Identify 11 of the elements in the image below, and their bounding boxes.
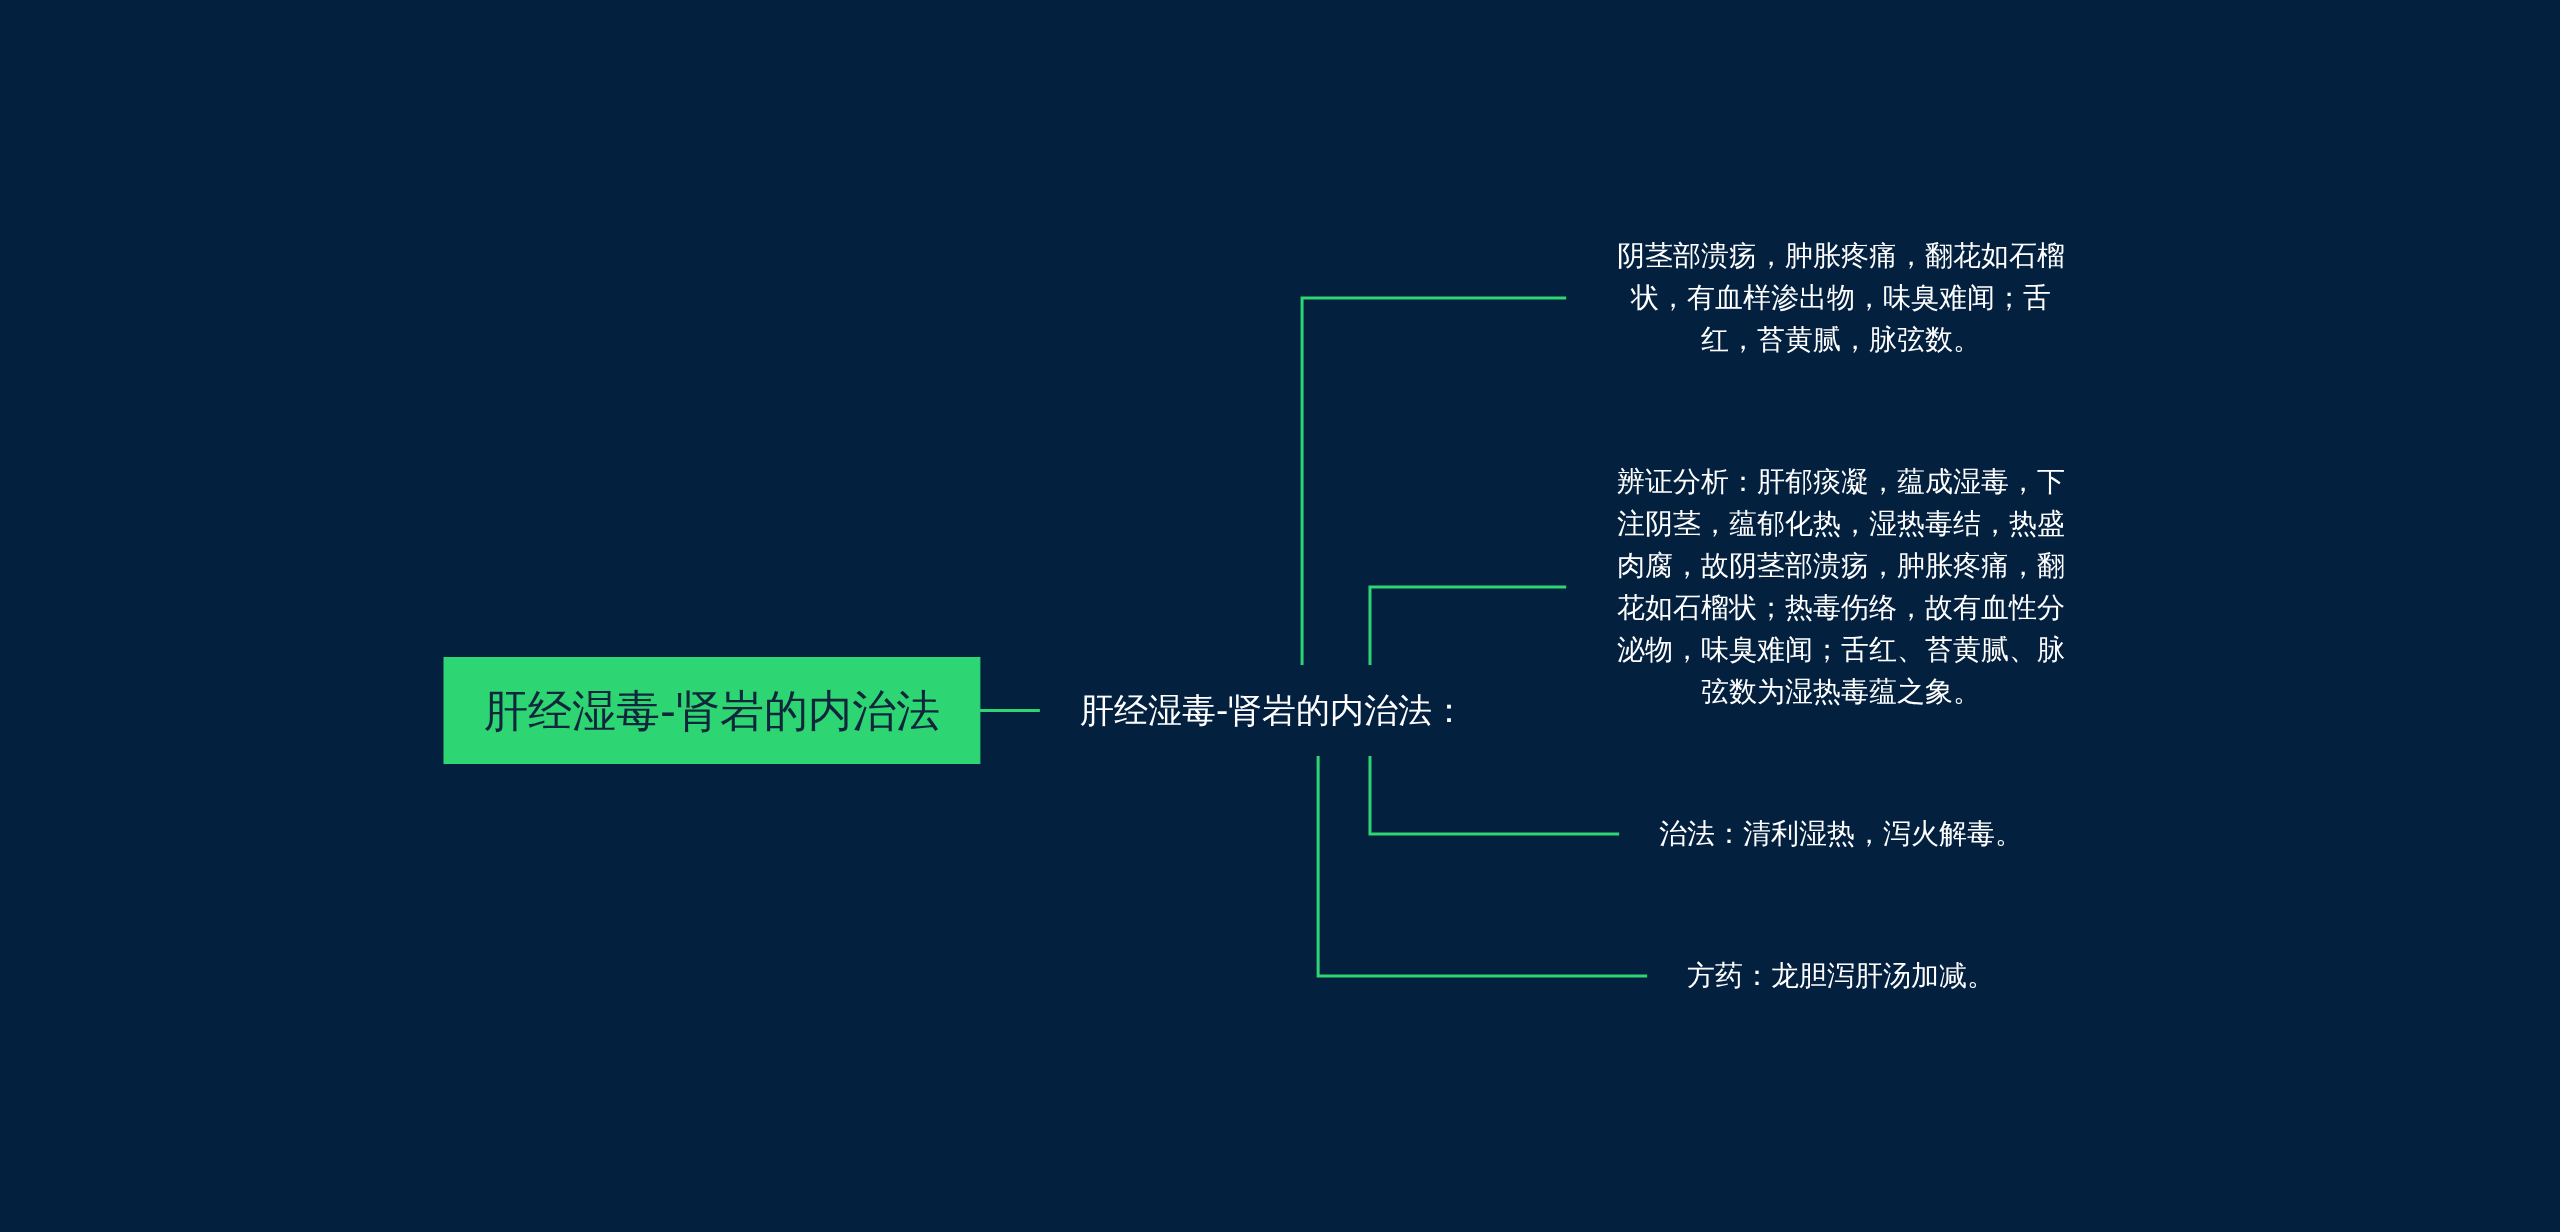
connector <box>1316 756 1648 978</box>
node-text: 方药：龙胆泻肝汤加减。 <box>1687 959 1996 992</box>
node-text: 辨证分析：肝郁痰凝，蕴成湿毒，下注阴茎，蕴郁化热，湿热毒结，热盛肉腐，故阴茎部溃疡，肿胀疼痛，翻花如石榴状；热毒伤络，故有血性分泌物，味臭难闻；舌红、苔黄腻、脉弦数为湿热毒蕴之象。 <box>1617 465 2066 708</box>
node-box: 肝经湿毒-肾岩的内治法 <box>443 657 981 764</box>
connector <box>978 709 1040 712</box>
node-text: 肝经湿毒-肾岩的内治法： <box>1079 690 1467 730</box>
node-text: 阴茎部溃疡，肿胀疼痛，翻花如石榴状，有血样渗出物，味臭难闻；舌红，苔黄腻，脉弦数。 <box>1617 239 2066 356</box>
connector <box>1368 585 1567 665</box>
connector <box>1368 756 1620 836</box>
connector <box>1300 296 1567 665</box>
node-text: 治法：清利湿热，泻火解毒。 <box>1659 817 2024 850</box>
